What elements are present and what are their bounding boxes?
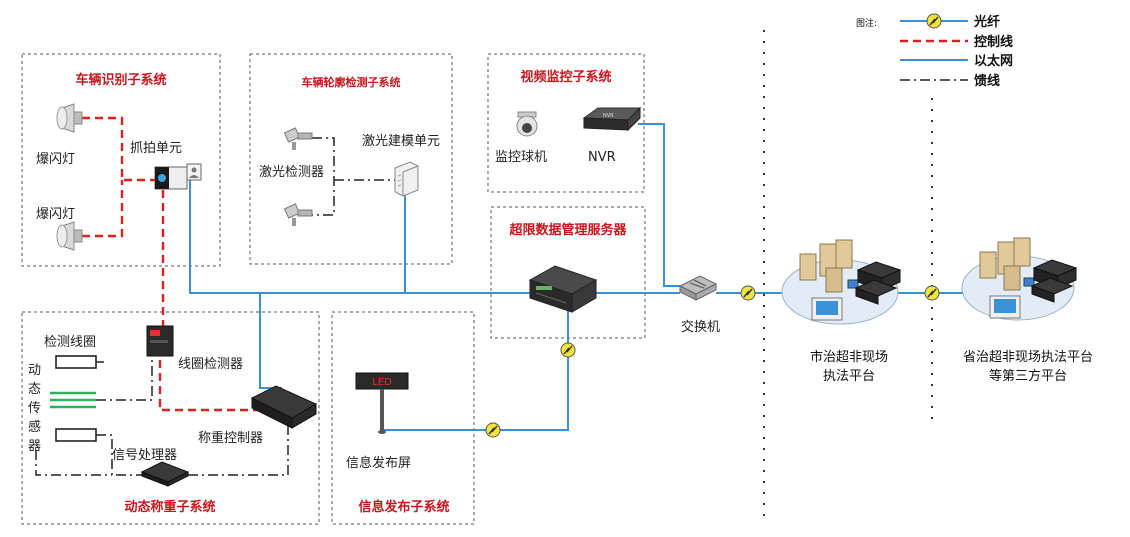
control-lines bbox=[82, 116, 260, 412]
signal-processor-icon bbox=[140, 461, 190, 487]
switch-label: 交换机 bbox=[681, 319, 720, 335]
weighing-controller-label: 称重控制器 bbox=[198, 430, 263, 446]
dome-camera-label: 监控球机 bbox=[495, 150, 547, 165]
province-platform-label-1: 省治超非现场执法平台 bbox=[963, 350, 1093, 365]
coil-label: 检测线圈 bbox=[44, 335, 96, 350]
led-text: LED bbox=[372, 377, 392, 388]
box-weighing bbox=[21, 311, 320, 525]
province-platform-icon bbox=[961, 237, 1078, 321]
fiber-marker-platform bbox=[924, 285, 940, 301]
laser-modeling-label: 激光建模单元 bbox=[362, 134, 440, 149]
network-switch-icon bbox=[678, 275, 718, 301]
legend-feeder: 馈线 bbox=[974, 73, 1000, 89]
sensor-label: 动态传感器 bbox=[28, 363, 41, 454]
fiber-icon bbox=[926, 13, 942, 29]
signal-processor-label: 信号处理器 bbox=[112, 448, 177, 463]
capture-camera-icon bbox=[154, 163, 202, 190]
province-platform-label-2: 等第三方平台 bbox=[989, 368, 1067, 384]
fiber-marker-info bbox=[485, 422, 501, 438]
nvr-device-icon: NVR bbox=[582, 106, 642, 132]
box-contour bbox=[249, 53, 453, 265]
flash-lamp-label-2: 爆闪灯 bbox=[36, 207, 75, 222]
legend-heading: 图注: bbox=[856, 17, 877, 29]
sensor-vertical-label: 动态传感器 bbox=[28, 363, 41, 454]
coil-icon bbox=[55, 428, 97, 442]
city-platform-icon bbox=[781, 239, 902, 325]
city-platform-label-1: 市治超非现场 bbox=[810, 349, 888, 365]
title-vehicle-recognition: 车辆识别子系统 bbox=[75, 72, 166, 88]
modeling-unit-icon bbox=[394, 161, 419, 197]
fiber-marker-nvr bbox=[740, 285, 756, 301]
flash-lamp-icon bbox=[56, 221, 83, 251]
nvr-label: NVR bbox=[588, 150, 616, 165]
title-server: 超限数据管理服务器 bbox=[509, 222, 627, 238]
legend: 图注: 光纤 控制线 以太网 馈线 bbox=[856, 13, 1013, 89]
legend-ethernet: 以太网 bbox=[974, 53, 1013, 69]
laser-detector-label: 激光检测器 bbox=[259, 165, 324, 180]
title-weighing: 动态称重子系统 bbox=[124, 499, 215, 515]
flash-lamp-icon bbox=[56, 103, 83, 133]
nvr-badge: NVR bbox=[603, 113, 614, 119]
coil-detector-label: 线圈检测器 bbox=[178, 357, 243, 372]
box-vehicle-recognition bbox=[21, 53, 221, 267]
sensor-strip-icon bbox=[50, 391, 96, 409]
weighing-controller-icon bbox=[250, 385, 318, 429]
title-contour: 车辆轮廓检测子系统 bbox=[302, 75, 401, 89]
fiber-marker-server bbox=[560, 342, 576, 358]
feeder-lines bbox=[35, 137, 395, 476]
city-platform-label-2: 执法平台 bbox=[823, 369, 875, 384]
capture-unit-label: 抓拍单元 bbox=[130, 141, 182, 156]
title-video: 视频监控子系统 bbox=[520, 69, 611, 85]
legend-control: 控制线 bbox=[974, 34, 1013, 50]
flash-lamp-label-1: 爆闪灯 bbox=[36, 152, 75, 167]
laser-detector-icon bbox=[283, 127, 313, 150]
box-info bbox=[331, 311, 475, 525]
server-icon bbox=[528, 265, 598, 313]
led-screen-icon: LED bbox=[355, 372, 409, 434]
dome-camera-icon bbox=[516, 111, 538, 137]
info-screen-label: 信息发布屏 bbox=[346, 455, 411, 471]
title-info: 信息发布子系统 bbox=[358, 499, 449, 515]
laser-detector-icon bbox=[283, 203, 313, 226]
coil-icon bbox=[55, 355, 97, 369]
legend-fiber: 光纤 bbox=[973, 14, 1000, 30]
coil-detector-icon bbox=[146, 325, 174, 357]
